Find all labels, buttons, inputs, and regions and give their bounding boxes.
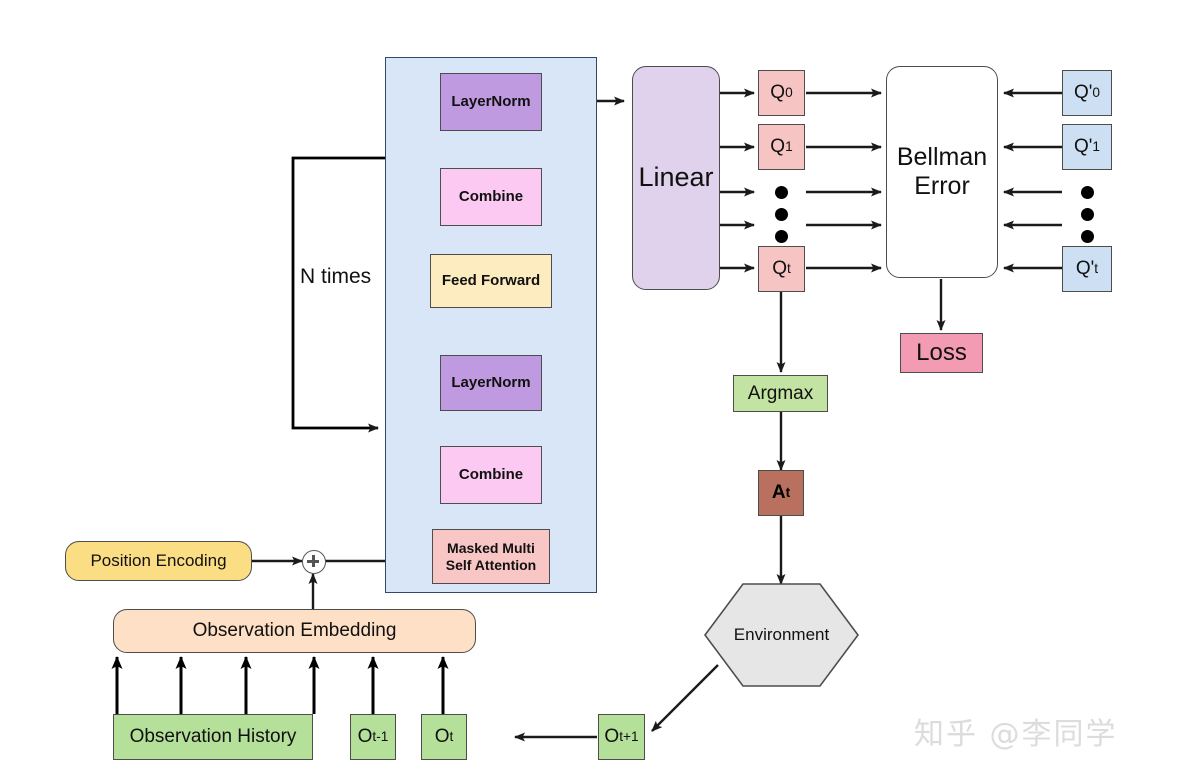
attention-label-line1: Masked Multi: [447, 540, 535, 557]
q-target-symbol-t: Q': [1075, 258, 1095, 280]
environment-hexagon[interactable]: Environment: [704, 583, 859, 687]
action-symbol: A: [771, 482, 786, 504]
q-target-sub-0: 0: [1092, 85, 1100, 101]
q-value-sub-t: t: [786, 261, 791, 277]
observation-prev-sub: t-1: [372, 729, 389, 745]
q-ellipsis-dot-1: [775, 186, 788, 199]
q-ellipsis-dot-2: [775, 208, 788, 221]
q-value-symbol-0: Q: [770, 82, 786, 104]
observation-prev-symbol: O: [357, 726, 373, 748]
q-target-symbol-0: Q': [1073, 82, 1093, 104]
q-target-box-t[interactable]: Q't: [1062, 246, 1112, 292]
masked-multi-self-attention-box[interactable]: Masked Multi Self Attention: [432, 529, 550, 584]
observation-curr-symbol: O: [434, 726, 450, 748]
position-encoding-box[interactable]: Position Encoding: [65, 541, 252, 581]
n-times-label: N times: [300, 264, 372, 288]
layernorm-bottom-box[interactable]: LayerNorm: [440, 355, 542, 411]
q-value-sub-0: 0: [785, 85, 793, 101]
argmax-box[interactable]: Argmax: [733, 375, 828, 412]
observation-curr-sub: t: [449, 729, 454, 745]
attention-label-line2: Self Attention: [445, 556, 537, 573]
q-target-box-0[interactable]: Q'0: [1062, 70, 1112, 116]
bellman-error-box[interactable]: Bellman Error: [886, 66, 998, 278]
q-target-ellipsis-dot-1: [1081, 186, 1094, 199]
transformer-block-container: [385, 57, 597, 593]
observation-embedding-box[interactable]: Observation Embedding: [113, 609, 476, 653]
layernorm-top-box[interactable]: LayerNorm: [440, 73, 542, 131]
bellman-error-line1: Bellman: [896, 143, 988, 172]
observation-next-sub: t+1: [619, 729, 639, 745]
bellman-error-line2: Error: [914, 172, 970, 200]
q-target-ellipsis-dot-3: [1081, 230, 1094, 243]
add-operator-icon: [302, 550, 326, 574]
q-value-sub-1: 1: [785, 139, 793, 155]
q-target-symbol-1: Q': [1073, 136, 1093, 158]
q-ellipsis-dot-3: [775, 230, 788, 243]
observation-next-symbol: O: [604, 726, 620, 748]
combine-top-box[interactable]: Combine: [440, 168, 542, 226]
watermark: 知乎 @李同学: [914, 717, 1118, 752]
action-sub: t: [785, 485, 791, 501]
q-value-symbol-1: Q: [770, 136, 786, 158]
q-target-ellipsis-dot-2: [1081, 208, 1094, 221]
loss-box[interactable]: Loss: [900, 333, 983, 373]
q-target-sub-1: 1: [1092, 139, 1100, 155]
linear-box[interactable]: Linear: [632, 66, 720, 290]
q-target-sub-t: t: [1094, 261, 1099, 277]
feed-forward-box[interactable]: Feed Forward: [430, 254, 552, 308]
observation-history-box[interactable]: Observation History: [113, 714, 313, 760]
combine-bottom-box[interactable]: Combine: [440, 446, 542, 504]
q-target-box-1[interactable]: Q'1: [1062, 124, 1112, 170]
environment-label: Environment: [733, 625, 830, 645]
q-value-symbol-t: Q: [772, 258, 787, 280]
